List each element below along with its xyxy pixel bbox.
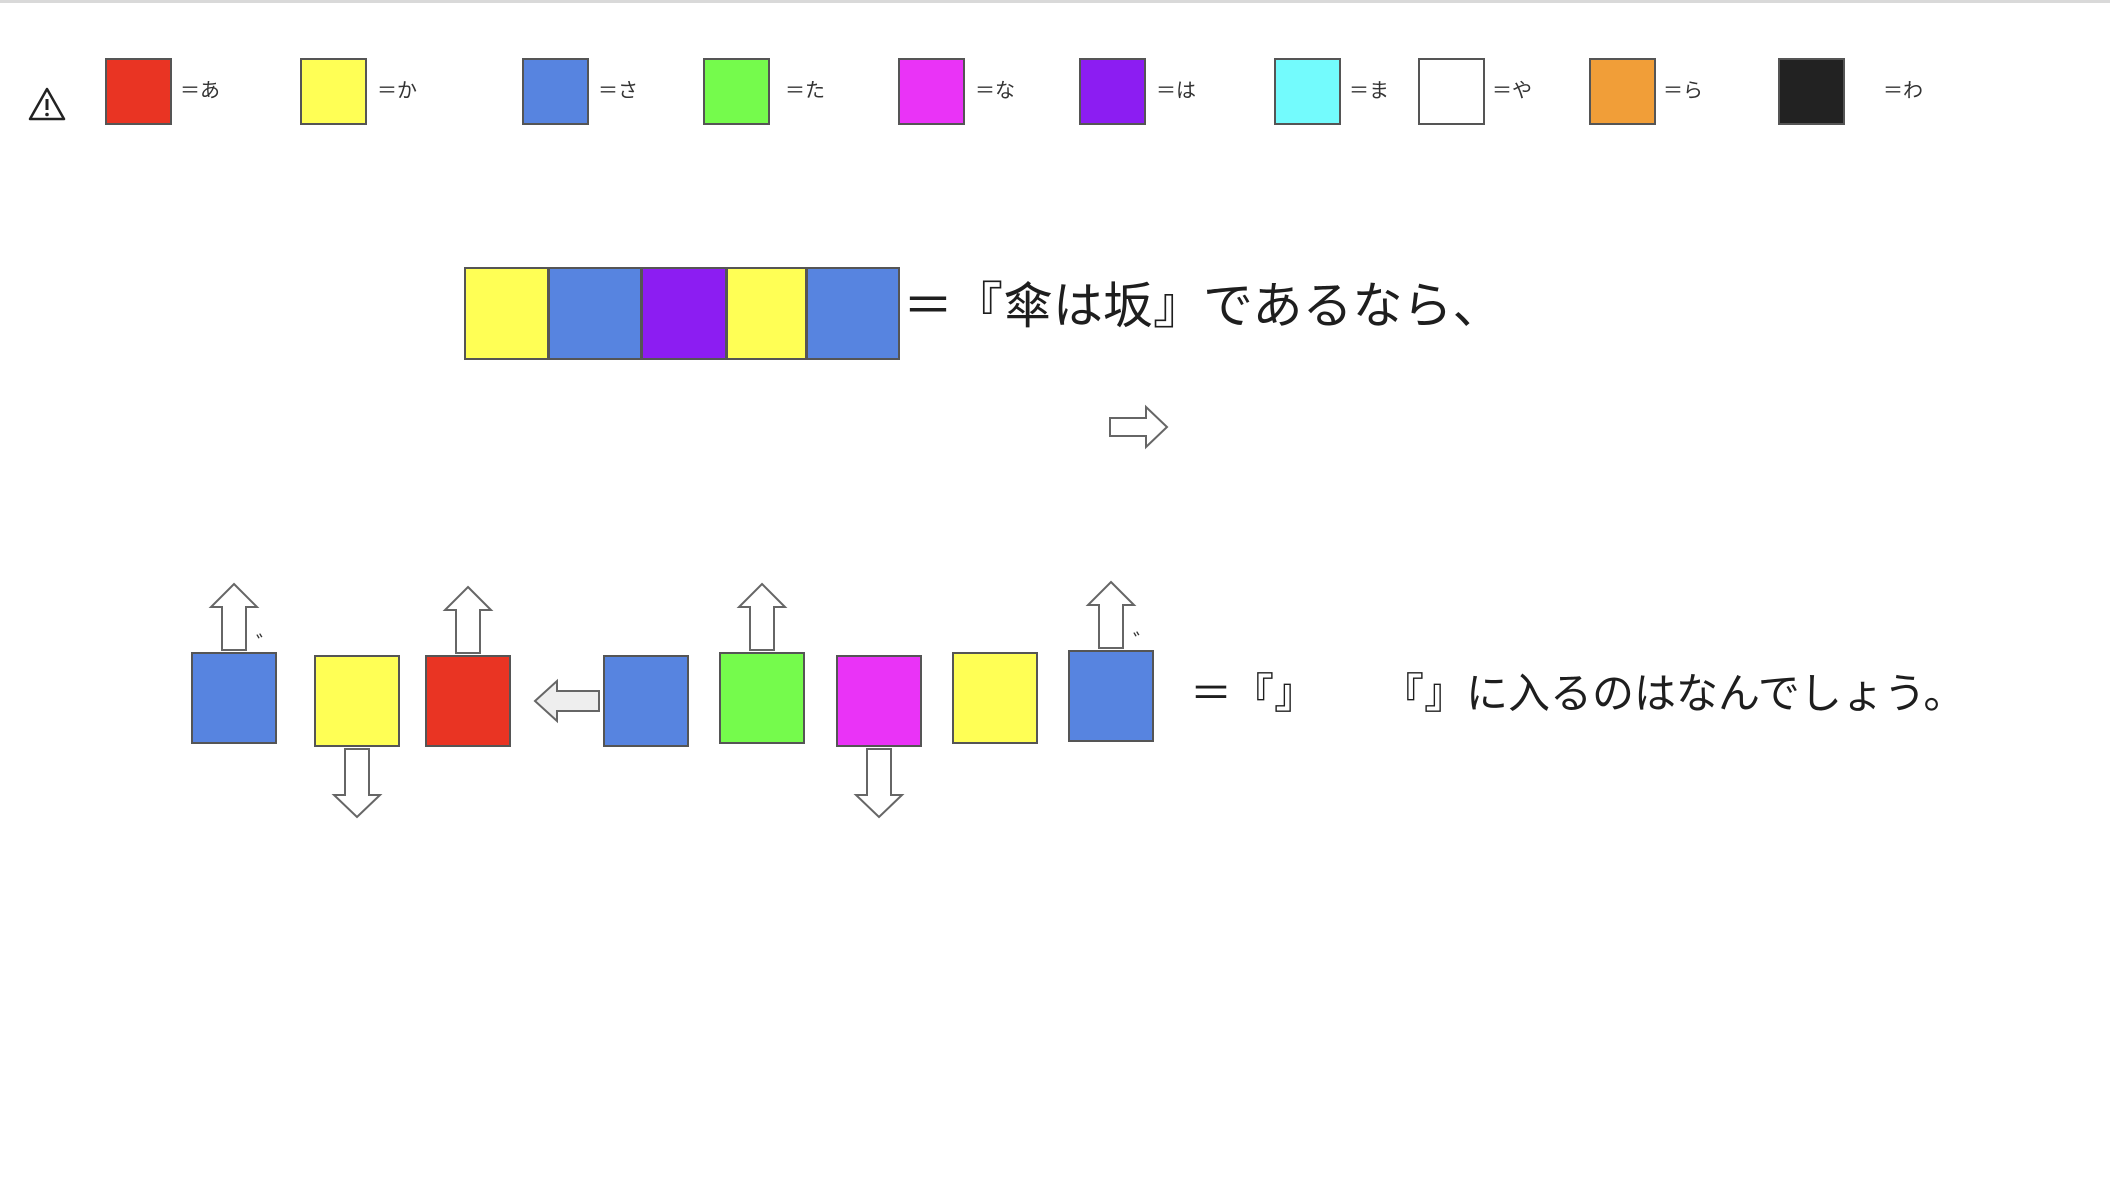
question-text: 『』に入るのはなんでしょう。 xyxy=(1382,669,1966,718)
strip-cell-purple xyxy=(642,267,727,360)
legend-label-yellow: ＝か xyxy=(377,78,417,102)
puzzle-box-2 xyxy=(314,655,400,747)
legend-swatch-white xyxy=(1418,58,1485,125)
puzzle-box-5 xyxy=(719,652,805,744)
legend-swatch-purple xyxy=(1079,58,1146,125)
legend-label-black: ＝わ xyxy=(1883,78,1923,102)
legend-label-red: ＝あ xyxy=(180,78,220,102)
arrow-up-icon xyxy=(442,585,494,654)
legend-swatch-magenta xyxy=(898,58,965,125)
dakuten-mark: ゛ xyxy=(256,633,279,658)
puzzle-box-8 xyxy=(1068,650,1154,742)
legend-label-magenta: ＝な xyxy=(975,78,1015,102)
strip-cell-yellow xyxy=(464,267,549,360)
dakuten-mark: ゛ xyxy=(1133,631,1156,656)
arrow-right-icon xyxy=(1109,404,1169,450)
legend-label-blue: ＝さ xyxy=(598,78,638,102)
legend-label-cyan: ＝ま xyxy=(1349,78,1389,102)
arrow-up-icon xyxy=(1085,580,1137,649)
strip-cell-blue xyxy=(549,267,642,360)
example-text: ＝『傘は坂』であるなら、 xyxy=(903,277,1503,335)
example-color-strip xyxy=(464,267,900,360)
legend-label-green: ＝た xyxy=(785,78,825,102)
arrow-up-icon xyxy=(208,582,260,651)
puzzle-box-7 xyxy=(952,652,1038,744)
legend-swatch-blue xyxy=(522,58,589,125)
legend-swatch-red xyxy=(105,58,172,125)
legend-swatch-yellow xyxy=(300,58,367,125)
top-border xyxy=(0,0,2110,3)
arrow-up-icon xyxy=(736,582,788,651)
arrow-down-icon xyxy=(331,748,383,819)
legend-label-white: ＝や xyxy=(1492,78,1532,102)
legend-label-orange: ＝ら xyxy=(1663,78,1703,102)
answer-blank: ＝『』 xyxy=(1190,669,1317,718)
puzzle-box-4 xyxy=(603,655,689,747)
arrow-down-icon xyxy=(853,748,905,819)
legend-swatch-cyan xyxy=(1274,58,1341,125)
legend-swatch-orange xyxy=(1589,58,1656,125)
strip-cell-yellow xyxy=(727,267,807,360)
warning-icon xyxy=(28,87,66,121)
arrow-left-icon xyxy=(533,678,600,724)
strip-cell-blue xyxy=(807,267,900,360)
legend-label-purple: ＝は xyxy=(1156,78,1196,102)
puzzle-box-6 xyxy=(836,655,922,747)
puzzle-box-1 xyxy=(191,652,277,744)
legend-swatch-green xyxy=(703,58,770,125)
legend-swatch-black xyxy=(1778,58,1845,125)
puzzle-box-3 xyxy=(425,655,511,747)
